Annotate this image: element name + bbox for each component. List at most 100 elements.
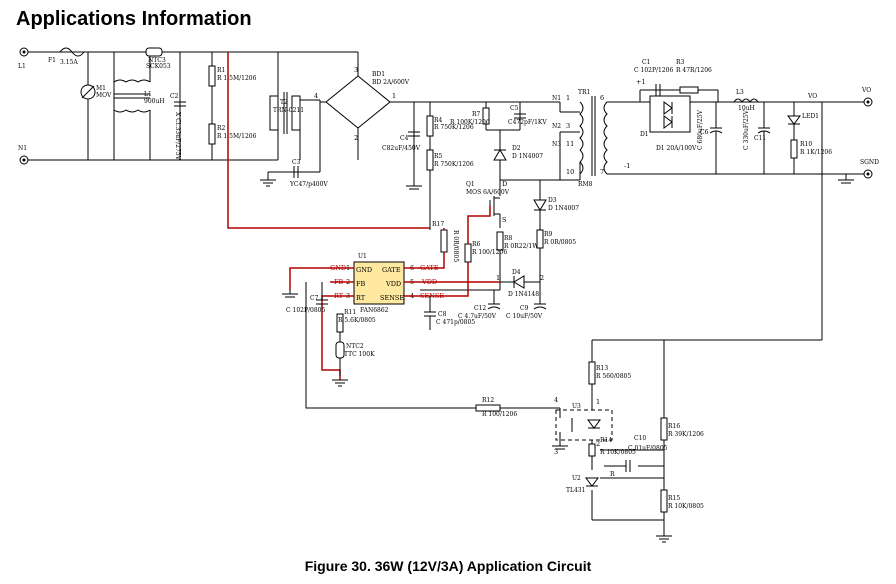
svg-text:C 330uF/25V: C 330uF/25V <box>743 109 750 150</box>
ground-symbol <box>838 174 854 184</box>
svg-text:R11: R11 <box>344 309 356 316</box>
svg-text:+1: +1 <box>636 78 646 86</box>
svg-text:U3: U3 <box>572 403 581 410</box>
terminal-n1[interactable]: N1 <box>18 145 29 165</box>
svg-text:D4: D4 <box>512 269 521 276</box>
svg-text:R 0R/0805: R 0R/0805 <box>544 239 576 246</box>
capacitor-c6: C6 C 680uF/25V <box>697 102 723 174</box>
ground-symbol <box>656 535 672 543</box>
svg-text:L1: L1 <box>144 91 152 98</box>
capacitor-c12: C12 C 4.7uF/50V <box>458 290 501 320</box>
svg-text:T2: T2 <box>280 99 288 106</box>
svg-text:R 1.5M/1206: R 1.5M/1206 <box>217 133 257 140</box>
svg-text:R12: R12 <box>482 397 494 404</box>
diode-d4: D4 D 1N4148 1 2 <box>496 269 544 298</box>
svg-text:R 560/0805: R 560/0805 <box>596 373 631 380</box>
led-led1: LED1 <box>787 102 819 140</box>
svg-text:D1 20A/100V: D1 20A/100V <box>656 145 697 152</box>
resistor-r3: R3 R 47R/1206 <box>676 59 712 94</box>
svg-text:R 10K/0805: R 10K/0805 <box>668 503 704 510</box>
capacitor-c10: C10 C 01uF/0805 <box>625 435 668 472</box>
highlighted-nets <box>227 52 500 380</box>
svg-text:-1: -1 <box>624 162 630 170</box>
svg-text:D 1N4007: D 1N4007 <box>548 205 579 212</box>
svg-text:TR1: TR1 <box>578 89 590 96</box>
page-title: Applications Information <box>16 8 252 30</box>
capacitor-c3: C3 YC47/p400V <box>289 159 328 188</box>
svg-text:R2: R2 <box>217 125 226 132</box>
common-mode-choke-l1: L1 900uH <box>113 52 165 160</box>
svg-text:11: 11 <box>566 140 574 148</box>
svg-text:4: 4 <box>554 396 558 404</box>
svg-text:1: 1 <box>392 92 396 100</box>
capacitor-c1: C1 C 102P/1206 <box>634 59 673 96</box>
optocoupler-u3: U3 4 3 1 2 <box>554 396 613 456</box>
svg-text:FAN6862: FAN6862 <box>360 307 389 314</box>
svg-text:GND: GND <box>356 266 372 274</box>
svg-text:C472pF/1KV: C472pF/1KV <box>508 119 547 126</box>
svg-text:R 750K/1206: R 750K/1206 <box>434 161 474 168</box>
svg-text:D2: D2 <box>512 145 521 152</box>
svg-text:C 01uF/0805: C 01uF/0805 <box>628 445 668 452</box>
fuse-f1: F1 3.15A <box>48 47 85 66</box>
svg-text:U1: U1 <box>358 253 367 260</box>
svg-text:2: 2 <box>596 440 600 448</box>
diode-d1: D1 D1 20A/100V +1 -1 <box>624 78 697 170</box>
terminal-sgnd[interactable]: SGND <box>860 159 879 179</box>
svg-text:C 10uF/50V: C 10uF/50V <box>506 313 543 320</box>
svg-text:D1: D1 <box>640 131 649 138</box>
svg-text:R 0R/0805: R 0R/0805 <box>452 230 459 262</box>
svg-text:C4: C4 <box>400 135 409 142</box>
terminal-l1[interactable]: L1 <box>18 47 29 70</box>
ground-symbol <box>406 180 422 190</box>
resistor-r1: R1 R 1.5M/1206 <box>208 65 257 87</box>
svg-text:C12: C12 <box>474 305 486 312</box>
svg-text:D 1N4007: D 1N4007 <box>512 153 543 160</box>
svg-text:R10: R10 <box>800 141 812 148</box>
svg-text:R 100/1206: R 100/1206 <box>482 411 517 418</box>
resistor-r17: R17 R 0R/0805 <box>432 221 459 262</box>
resistor-r9: R9 R 0R/0805 <box>536 229 576 249</box>
thermistor-ntc2: NTC2 TTC 100K <box>335 341 375 359</box>
svg-text:R 1.5M/1206: R 1.5M/1206 <box>217 75 257 82</box>
svg-text:C1: C1 <box>642 59 650 66</box>
terminal-vo[interactable]: VO VO <box>807 87 873 107</box>
svg-text:900uH: 900uH <box>144 98 165 105</box>
svg-text:S: S <box>502 216 506 224</box>
svg-text:D: D <box>502 180 507 188</box>
resistor-r13: R13 R 560/0805 <box>588 361 631 385</box>
capacitor-c9: C9 C 10uF/50V <box>506 282 547 320</box>
diode-d2: D2 D 1N4007 <box>493 145 543 161</box>
svg-text:3: 3 <box>566 122 570 130</box>
capacitor-c11: C11 C 330uF/25V <box>743 102 771 174</box>
transformer-tr1: TR1 RM8 N1 N2 N3 1 3 11 10 6 7 <box>552 89 608 188</box>
svg-text:R5: R5 <box>434 153 443 160</box>
bridge-rectifier-bd1: BD1 BD 2A/600V 4 1 2 3 <box>278 51 430 160</box>
svg-text:10: 10 <box>566 168 574 176</box>
capacitor-c4: C4 C82uF/450V <box>382 131 421 152</box>
svg-text:R9: R9 <box>544 231 553 238</box>
resistor-r5: R5 R 750K/1206 <box>426 149 474 171</box>
svg-text:MOV: MOV <box>96 92 112 99</box>
svg-text:C5: C5 <box>510 105 519 112</box>
svg-text:RT: RT <box>356 294 366 302</box>
svg-text:2: 2 <box>540 274 544 282</box>
svg-text:R 5.6K/0805: R 5.6K/0805 <box>338 317 376 324</box>
svg-text:C10: C10 <box>634 435 646 442</box>
svg-text:GATE: GATE <box>382 266 401 274</box>
svg-text:3: 3 <box>554 448 558 456</box>
svg-text:R6: R6 <box>472 241 481 248</box>
svg-text:R 0R22/1W: R 0R22/1W <box>504 243 539 250</box>
resistor-r2: R2 R 1.5M/1206 <box>208 123 257 145</box>
svg-text:R 39K/1206: R 39K/1206 <box>668 431 704 438</box>
svg-text:C3: C3 <box>292 159 301 166</box>
vo-net-label: VO <box>807 93 817 100</box>
resistor-r12: R12 R 100/1206 <box>475 397 560 418</box>
terminal-sgnd-label: SGND <box>860 159 879 166</box>
svg-text:C6: C6 <box>700 129 709 136</box>
svg-text:7: 7 <box>600 168 604 176</box>
svg-text:R16: R16 <box>668 423 680 430</box>
resistor-r14: R14 R 10K/0805 <box>588 437 636 457</box>
svg-text:R8: R8 <box>504 235 513 242</box>
